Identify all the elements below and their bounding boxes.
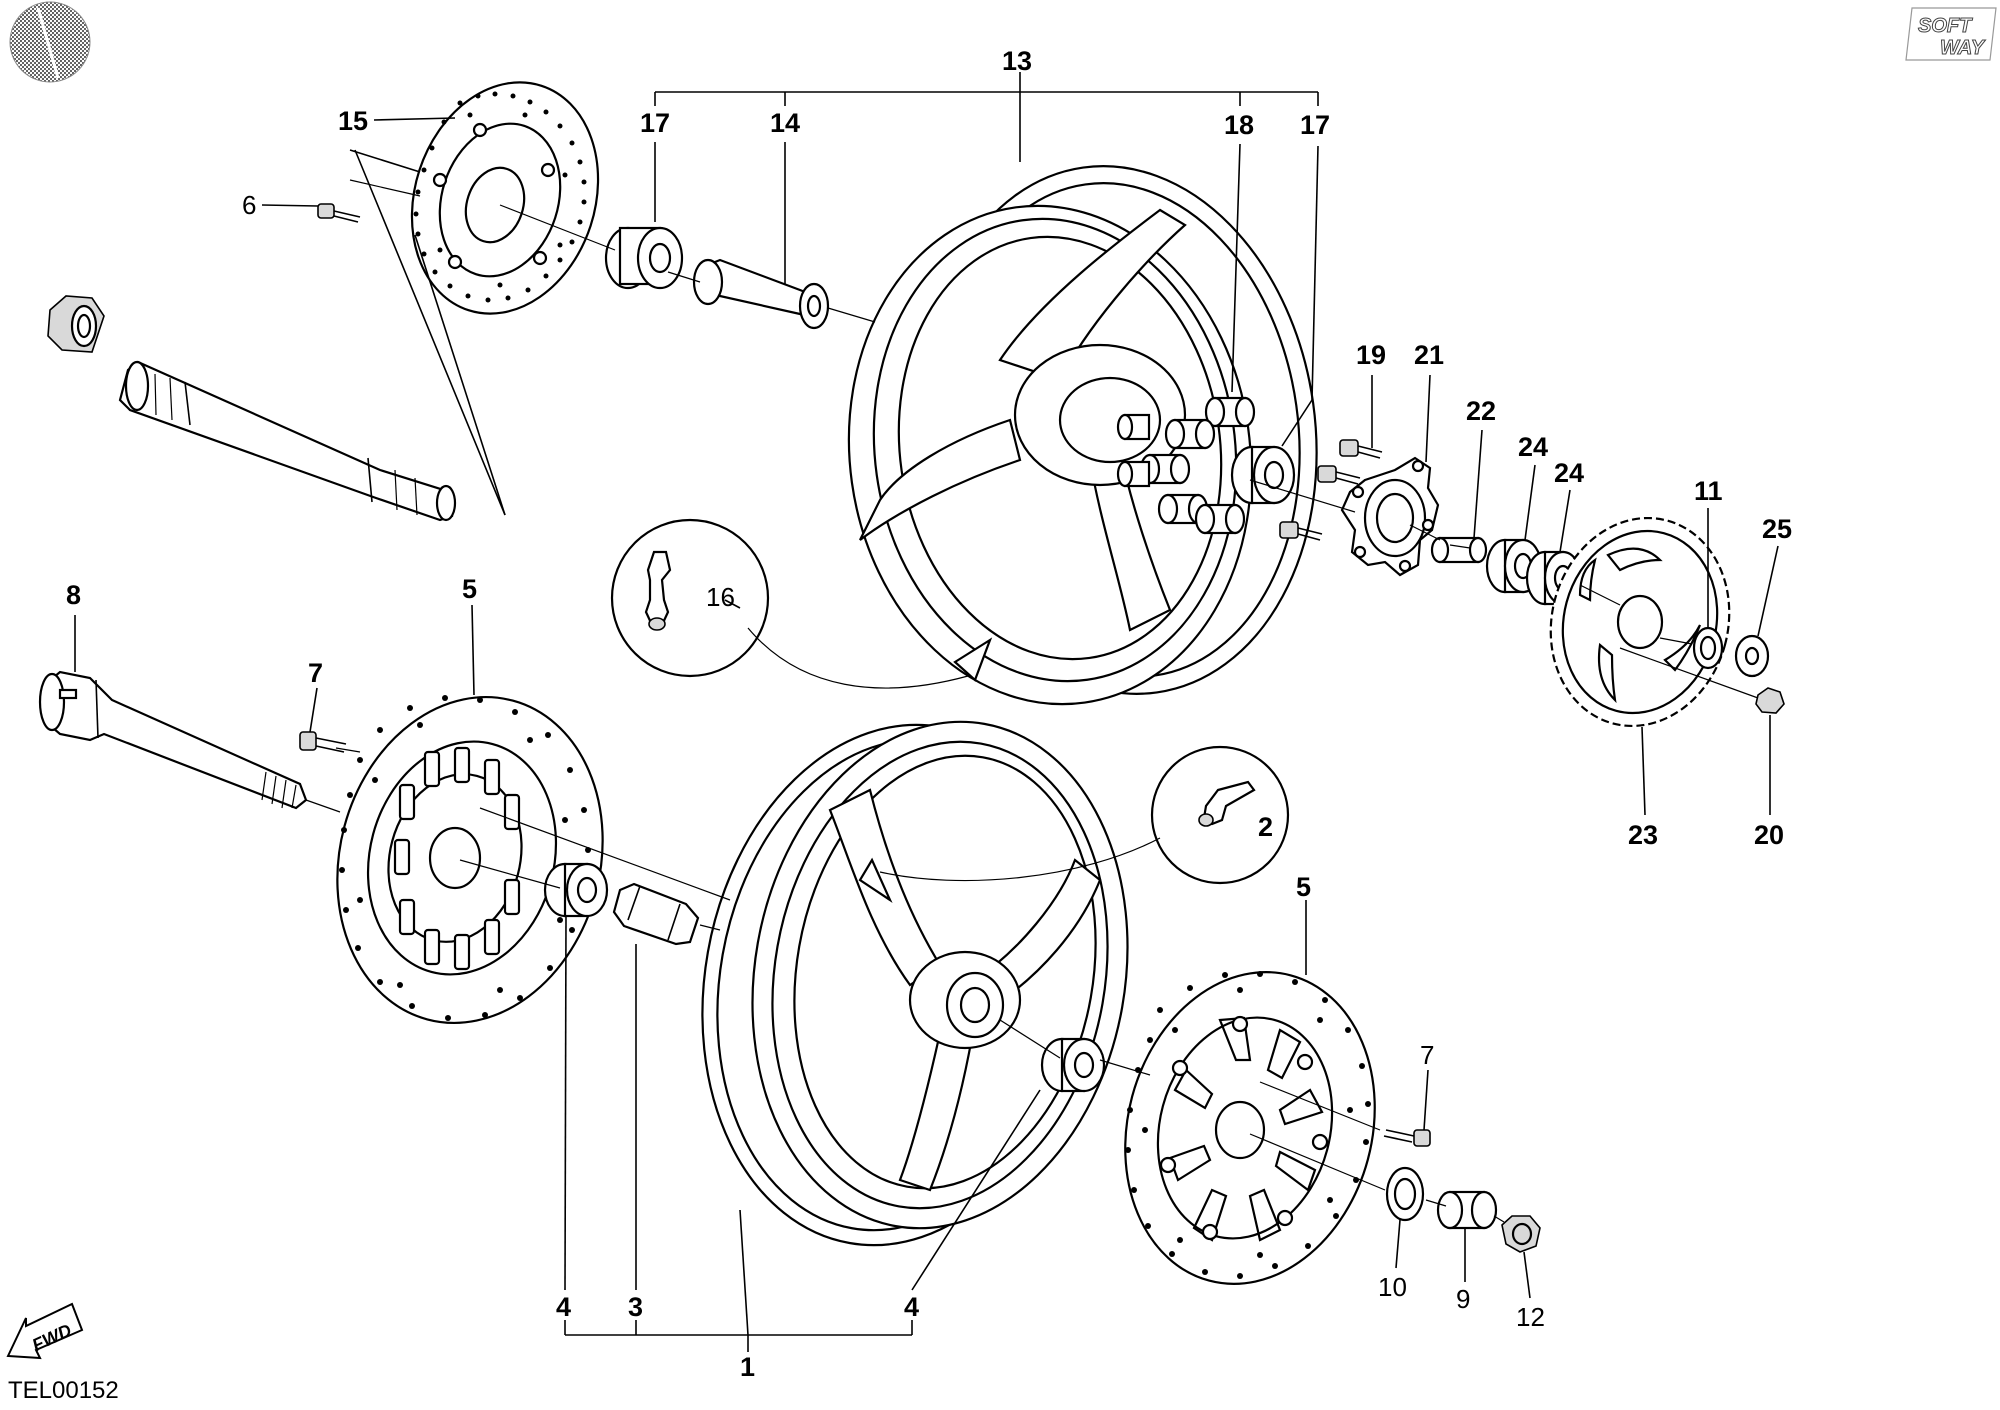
- front-axle-nut: [1501, 1215, 1541, 1253]
- drawing-code: TEL00152: [8, 1377, 119, 1404]
- fwd-arrow-icon: FWD: [6, 1302, 84, 1360]
- callout-3: 3: [628, 1292, 643, 1322]
- rear-sprocket: [1549, 516, 1731, 728]
- callout-24-b: 24: [1554, 458, 1584, 488]
- callout-1: 1: [740, 1352, 755, 1382]
- callout-11: 11: [1694, 476, 1723, 506]
- rear-brake-disc: [410, 81, 600, 315]
- front-bearing-left: [543, 862, 609, 918]
- hatched-circle-icon: [9, 1, 91, 83]
- rear-bearing-right: [1230, 445, 1296, 505]
- callout-6: 6: [242, 190, 256, 220]
- softway-logo: SOFT WAY: [1905, 7, 1997, 61]
- callout-5-left: 5: [462, 574, 477, 604]
- callout-24-a: 24: [1518, 432, 1548, 462]
- callout-labels: 13 17 14 18 17 15 6 19 21 22 24 24 11 25…: [66, 46, 1792, 1382]
- oil-seal: [1385, 1166, 1425, 1222]
- rear-wheel-rim: [847, 165, 1318, 706]
- front-brake-disc-left: [336, 695, 604, 1024]
- front-wheel-rim: [701, 720, 1129, 1247]
- front-bearing-right: [1040, 1037, 1106, 1093]
- disc-bolt: [317, 203, 361, 223]
- front-wheel-axle: [38, 670, 308, 810]
- sprocket-nut: [1755, 687, 1785, 714]
- callout-23: 23: [1628, 820, 1658, 850]
- front-disc-bolt-left: [299, 731, 347, 753]
- front-spacer: [612, 882, 700, 946]
- logo-line2: WAY: [1940, 37, 1986, 59]
- circlip: [1692, 626, 1724, 670]
- washer: [1734, 634, 1770, 678]
- callout-21: 21: [1414, 340, 1444, 370]
- callout-9: 9: [1456, 1284, 1470, 1314]
- callout-7-right: 7: [1420, 1040, 1434, 1070]
- callout-22: 22: [1466, 396, 1496, 426]
- callout-17-right: 17: [1300, 110, 1330, 140]
- callout-15: 15: [338, 106, 368, 136]
- callout-12: 12: [1516, 1302, 1545, 1332]
- sprocket-carrier: [1340, 456, 1440, 577]
- callout-10: 10: [1378, 1272, 1407, 1302]
- axle-spacer: [1436, 1190, 1498, 1230]
- callout-25: 25: [1762, 514, 1792, 544]
- callout-19: 19: [1356, 340, 1386, 370]
- rear-wheel-axle: [47, 295, 457, 522]
- callout-5-right: 5: [1296, 872, 1311, 902]
- callout-13: 13: [1002, 46, 1032, 76]
- callout-16: 16: [706, 582, 735, 612]
- callout-4-right: 4: [904, 1292, 919, 1322]
- callout-8: 8: [66, 580, 81, 610]
- sprocket-studs: [1279, 439, 1383, 541]
- logo-line1: SOFT: [1918, 15, 1973, 37]
- callout-17-left: 17: [640, 108, 670, 138]
- front-brake-disc-right: [1124, 971, 1376, 1285]
- callout-2: 2: [1258, 812, 1273, 842]
- callout-7-left: 7: [308, 658, 323, 688]
- callout-18: 18: [1224, 110, 1254, 140]
- front-disc-bolt-right: [1383, 1129, 1431, 1147]
- assembly-axes: [305, 179, 1759, 1223]
- carrier-spacer: [1430, 536, 1488, 564]
- leader-lines: [74, 72, 1779, 1352]
- callout-14: 14: [770, 108, 800, 138]
- front-valve-callout: [858, 745, 1290, 904]
- rear-spacer-tube: [692, 258, 830, 330]
- rear-valve-callout: [610, 518, 993, 689]
- callout-4-left: 4: [556, 1292, 571, 1322]
- cush-drive-rubbers: [1116, 396, 1256, 535]
- axle-nut: [47, 295, 105, 353]
- callout-20: 20: [1754, 820, 1784, 850]
- rear-bearing-left: [604, 226, 684, 290]
